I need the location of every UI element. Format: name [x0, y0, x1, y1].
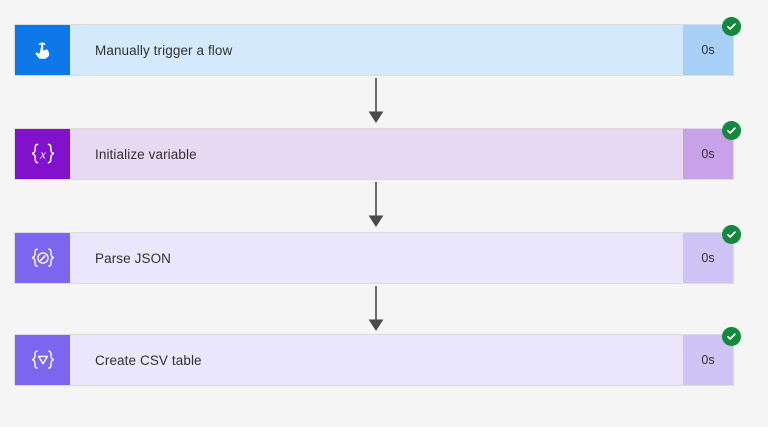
- flow-step-card-trigger[interactable]: Manually trigger a flow 0s: [14, 17, 741, 76]
- flow-step-title: Create CSV table: [95, 352, 202, 368]
- create-csv-braces-funnel-icon: [15, 335, 70, 385]
- tap-hand-icon: [15, 25, 70, 75]
- flow-step-card-parse-json[interactable]: Parse JSON 0s: [14, 225, 741, 284]
- status-badge-succeeded: [722, 225, 741, 244]
- svg-text:x: x: [39, 148, 46, 162]
- flow-step-card-initialize-variable[interactable]: x Initialize variable 0s: [14, 121, 741, 180]
- flow-step-card-create-csv-table[interactable]: Create CSV table 0s: [14, 327, 741, 386]
- flow-connector-arrow: [363, 286, 389, 334]
- status-badge-succeeded: [722, 17, 741, 36]
- flow-step-title: Manually trigger a flow: [95, 42, 233, 58]
- flow-connector-arrow: [363, 78, 389, 126]
- flow-step-title: Initialize variable: [95, 146, 197, 162]
- flow-connector-arrow: [363, 182, 389, 230]
- status-badge-succeeded: [722, 121, 741, 140]
- flow-step-title: Parse JSON: [95, 250, 172, 266]
- variable-braces-x-icon: x: [15, 129, 70, 179]
- status-badge-succeeded: [722, 327, 741, 346]
- parse-json-braces-pencil-icon: [15, 233, 70, 283]
